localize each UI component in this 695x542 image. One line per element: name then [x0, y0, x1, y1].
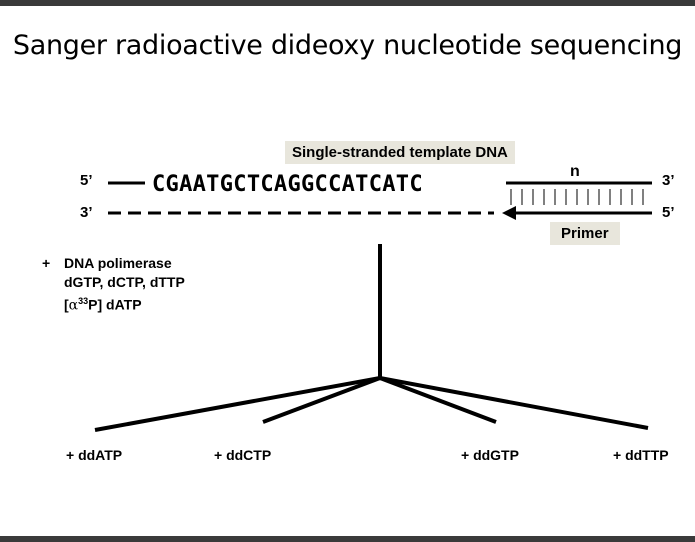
reagent-labeled-alpha: α	[68, 297, 79, 314]
branch-ddatp-line	[94, 376, 381, 432]
branch-ddgtp-line	[379, 376, 497, 424]
template-dna-label: Single-stranded template DNA	[285, 141, 515, 164]
reagent-row-labeled: [α33P] dATP	[42, 292, 185, 316]
reagent-dntps: dGTP, dCTP, dTTP	[64, 274, 185, 290]
reagent-labeled-open: [	[64, 296, 69, 313]
reaction-ddgtp: + ddGTP	[461, 447, 519, 463]
plus-sign: +	[42, 255, 51, 271]
slide-title: Sanger radioactive dideoxy nucleotide se…	[12, 30, 683, 61]
branch-ddctp-line	[262, 376, 381, 424]
reagent-row-dntps: dGTP, dCTP, dTTP	[42, 273, 185, 292]
base-pair-ticks	[510, 189, 644, 205]
reaction-ddatp: + ddATP	[66, 447, 123, 463]
reagent-row-polymerase: + DNA polimerase	[42, 254, 185, 273]
bottom-left-3-prime: 3’	[80, 204, 93, 221]
branch-ddttp-line	[379, 376, 649, 430]
bottom-border	[0, 536, 695, 542]
n-label: n	[570, 163, 580, 180]
reaction-ddctp: + ddCTP	[214, 447, 272, 463]
reagent-labeled-isotope: 33	[78, 296, 89, 306]
reagent-labeled-rest: P] dATP	[88, 296, 142, 313]
bottom-right-5-prime: 5’	[662, 204, 675, 221]
reagents-list: + DNA polimerase dGTP, dCTP, dTTP [α33P] …	[42, 254, 185, 316]
top-left-5-prime: 5’	[80, 172, 93, 189]
primer-label: Primer	[550, 222, 620, 245]
reaction-ddttp: + ddTTP	[613, 447, 669, 463]
template-sequence: CGAATGCTCAGGCCATCATC	[152, 172, 423, 197]
top-border	[0, 0, 695, 6]
reagent-polymerase: DNA polimerase	[64, 255, 172, 271]
primer-arrowhead	[502, 206, 516, 220]
top-right-3-prime: 3’	[662, 172, 675, 189]
